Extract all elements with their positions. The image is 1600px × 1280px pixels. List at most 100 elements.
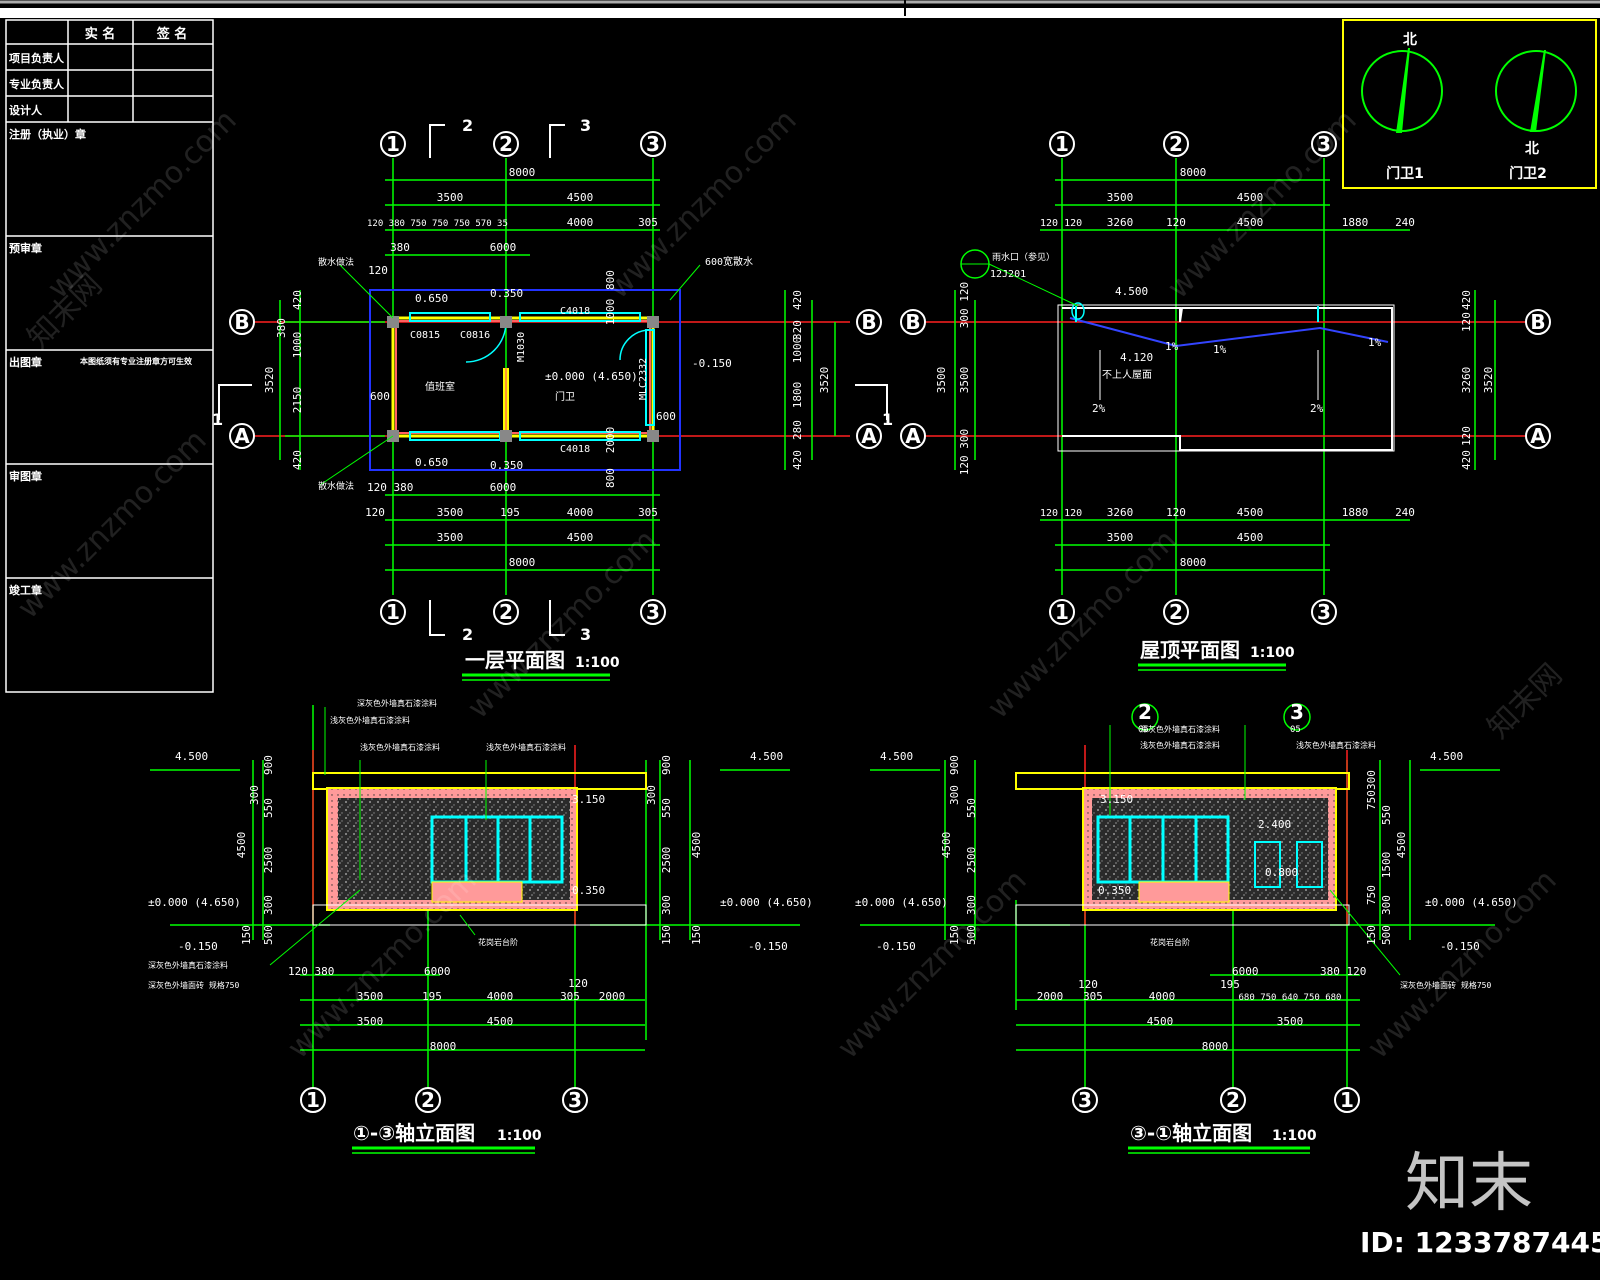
title-block-row-project-lead: 项目负责人 <box>9 51 65 65</box>
floor-plan-axis-A-left-icon <box>229 423 255 449</box>
floor-plan-axis-A-right-icon <box>856 423 882 449</box>
fp-right-1800: 1800 <box>791 382 804 409</box>
elevation-1-3 <box>150 705 800 1090</box>
e2-b2-5: 680 750 640 750 680 <box>1239 993 1342 1003</box>
elev2-ref-axis-2: 2 <box>1138 700 1152 724</box>
e2-note-1: 浅灰色外墙真石漆涂料 <box>1140 740 1220 750</box>
rp-left-2: 3500 <box>958 367 971 394</box>
e1-b1-1: 6000 <box>424 965 451 978</box>
e1-note-2: 浅灰色外墙真石漆涂料 <box>360 742 440 752</box>
title-block-row-designer: 设计人 <box>9 103 43 117</box>
rp-dim-4500-top: 4500 <box>1237 191 1264 204</box>
roof-plan-axis-A-left: A <box>905 424 921 448</box>
fp-dim-4500: 4500 <box>567 191 594 204</box>
e1-v-300b: 300 <box>262 895 275 915</box>
fp-b-6000: 6000 <box>490 481 517 494</box>
fp-dim-120: 120 <box>368 264 388 277</box>
floor-plan-axis-3-bottom-icon <box>640 599 666 625</box>
north-caption-2: 门卫2 <box>1509 165 1547 182</box>
floor-plan-section-1-left: 1 <box>212 410 223 429</box>
rp-note: 不上人屋面 <box>1102 369 1152 381</box>
e1-note-0: 深灰色外墙真石漆涂料 <box>357 698 437 708</box>
roof-plan <box>925 158 1525 595</box>
rp-row2-2: 120 <box>1166 216 1186 229</box>
e2-2400: 2.400 <box>1258 818 1291 831</box>
e1-b2-3: 305 <box>560 990 580 1003</box>
e2-b2-2: 305 <box>1083 990 1103 1003</box>
fp-note-apron: 散水做法 <box>318 256 354 268</box>
floor-plan-axis-1-bottom-icon <box>380 599 406 625</box>
north-label-1: 北 <box>1403 32 1417 48</box>
e1-rv-550: 550 <box>660 798 673 818</box>
rp-slope3: 1% <box>1368 336 1382 349</box>
e1-000-right: ±0.000 (4.650) <box>720 896 813 909</box>
rp-b-row-3: 4500 <box>1237 506 1264 519</box>
e2-4500-right: 4.500 <box>1430 750 1463 763</box>
watermark-logo: 知末 <box>1405 1147 1533 1221</box>
fp-win-c0816: C0816 <box>460 330 490 341</box>
rp-row2-1: 3260 <box>1107 216 1134 229</box>
e2-m0150-left: -0.150 <box>876 940 916 953</box>
rp-ref: 12J201 <box>990 269 1026 280</box>
title-block-header-sign: 签 名 <box>156 26 188 42</box>
title-block-review-seal: 审图章 <box>9 469 42 483</box>
e1-v-150: 150 <box>240 925 253 945</box>
rp-row2-0: 120 120 <box>1040 218 1082 229</box>
rp-slope5: 2% <box>1310 402 1324 415</box>
e1-0350: 0.350 <box>572 884 605 897</box>
rp-b-row-0: 120 120 <box>1040 508 1082 519</box>
rp-slope4: 2% <box>1092 402 1106 415</box>
rp-b-row-1: 3260 <box>1107 506 1134 519</box>
fp-dim-380: 380 <box>390 241 410 254</box>
floor-plan-title: 一层平面图 <box>465 648 565 672</box>
fp-left-420-top: 420 <box>291 290 304 310</box>
e2-v-150: 150 <box>948 925 961 945</box>
fp-left-3520: 3520 <box>263 367 276 394</box>
floor-plan-section-2-top: 2 <box>462 116 473 135</box>
e2-note-small: 花岗岩台阶 <box>1150 937 1190 947</box>
roof-plan-title: 屋顶平面图 <box>1140 638 1240 662</box>
elev1-axis-2-icon <box>415 1087 441 1113</box>
fp-dim-3500: 3500 <box>437 191 464 204</box>
roof-plan-axis-A-right-icon <box>1525 423 1551 449</box>
e1-note-small: 花岗岩台阶 <box>478 937 518 947</box>
rp-right-2: 3260 <box>1460 367 1473 394</box>
e1-b2-1: 195 <box>422 990 442 1003</box>
e1-b3-0: 3500 <box>357 1015 384 1028</box>
e1-b3-1: 4500 <box>487 1015 514 1028</box>
fp-v-600-right: 600 <box>656 410 676 423</box>
roof-plan-axis-2-top: 2 <box>1169 132 1183 156</box>
floor-plan-scale: 1:100 <box>575 655 620 671</box>
e2-b3-1: 3500 <box>1277 1015 1304 1028</box>
fp-h-0350-bottom: 0.350 <box>490 459 523 472</box>
fp-left-1000: 1000 <box>291 332 304 359</box>
rp-b-row-5: 240 <box>1395 506 1415 519</box>
floor-plan-section-2-bottom: 2 <box>462 625 473 644</box>
fp-v-1000-top: 1000 <box>604 299 617 326</box>
fp-b-120-380: 120 380 <box>367 481 413 494</box>
fp-b2-4500: 4500 <box>567 531 594 544</box>
roof-plan-axis-2-bottom: 2 <box>1169 600 1183 624</box>
rp-dim-total-top: 8000 <box>1180 166 1207 179</box>
roof-plan-axis-B-right: B <box>1530 310 1545 334</box>
roof-plan-axis-1-top: 1 <box>1055 132 1069 156</box>
elev2-dimensions: 05 05 4.500 4.500 ±0.000 (4.650) ±0.000 … <box>855 724 1518 1053</box>
rp-right-4: 120 <box>1460 426 1473 446</box>
north-arrow-box <box>1342 19 1597 189</box>
elev2-scale: 1:100 <box>1272 1128 1317 1144</box>
fp-left-420-bottom: 420 <box>291 450 304 470</box>
fp-h-0650-bottom: 0.650 <box>415 456 448 469</box>
fp-b-305: 305 <box>638 506 658 519</box>
rp-dim-total-bottom: 8000 <box>1180 556 1207 569</box>
title-block-pre-review-seal: 预审章 <box>9 241 42 255</box>
elev2-axis-1: 1 <box>1340 1088 1354 1112</box>
e2-b3-0: 4500 <box>1147 1015 1174 1028</box>
floor-plan-axis-2-top: 2 <box>499 132 513 156</box>
e2-v-900: 900 <box>948 755 961 775</box>
elev1-axis-3-icon <box>562 1087 588 1113</box>
elev1-scale: 1:100 <box>497 1128 542 1144</box>
e1-note-3: 浅灰色外墙真石漆涂料 <box>486 742 566 752</box>
e1-rv-900: 900 <box>660 755 673 775</box>
fp-right-1000: 1000 <box>791 337 804 364</box>
